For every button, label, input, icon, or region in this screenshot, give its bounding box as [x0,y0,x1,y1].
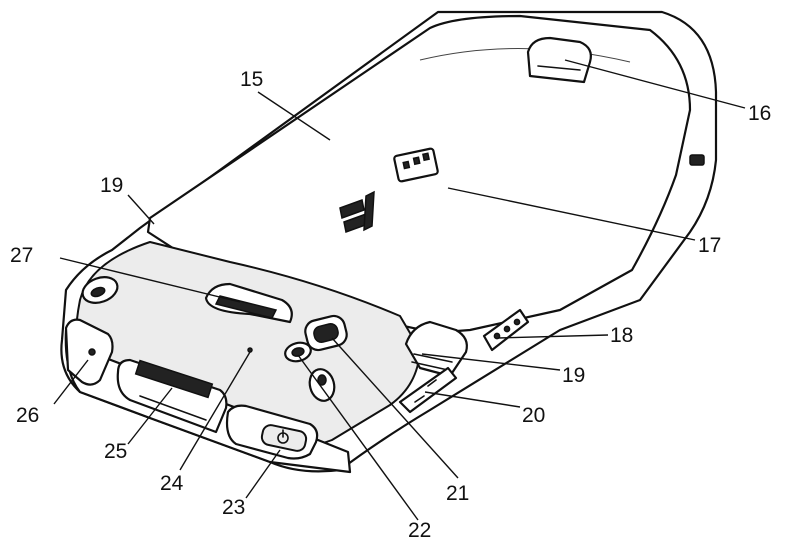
callout-25: 25 [104,440,127,463]
charging-connector [116,358,228,434]
volume-buttons[interactable] [398,366,458,414]
callout-16: 16 [748,102,771,125]
callout-23: 23 [222,496,245,519]
leader-21 [331,337,459,479]
callout-24: 24 [160,472,184,495]
callout-18: 18 [610,324,633,347]
lanyard-post [81,276,119,304]
brand-logo [339,190,375,234]
leader-24 [179,351,251,471]
nfc-logo [393,147,439,183]
callout-17: 17 [698,234,721,257]
speaker-grille [204,282,293,324]
leader-17 [447,187,696,241]
callout-19b: 19 [562,364,585,387]
leader-19a [127,194,155,225]
strap-mount [308,368,336,402]
leader-15 [257,91,331,141]
leader-25 [127,387,173,445]
side-port [689,154,705,166]
microphone [247,347,253,353]
scan-button-right[interactable] [404,320,468,378]
leader-23 [245,449,281,499]
camera-flash [284,341,312,363]
rear-camera [304,314,348,352]
callout-22: 22 [408,519,431,542]
callout-labels: 15 16 17 18 19 19 20 21 22 23 24 25 26 2… [10,68,771,542]
leader-lines [53,59,746,521]
interface-connector [482,308,530,352]
leader-27 [59,257,241,303]
callout-27: 27 [10,244,33,267]
callout-20: 20 [522,404,545,427]
scan-button-left[interactable] [64,318,114,386]
callout-15: 15 [240,68,263,91]
leader-22 [297,354,419,521]
callout-21: 21 [446,482,469,505]
callout-26: 26 [16,404,39,427]
battery-latch[interactable] [526,36,592,84]
leader-16 [564,59,746,109]
leader-26 [53,359,89,405]
power-button[interactable] [225,404,319,460]
leader-20 [424,391,521,408]
callout-19a: 19 [100,174,123,197]
leader-18 [497,334,609,339]
leader-19b [421,353,561,371]
